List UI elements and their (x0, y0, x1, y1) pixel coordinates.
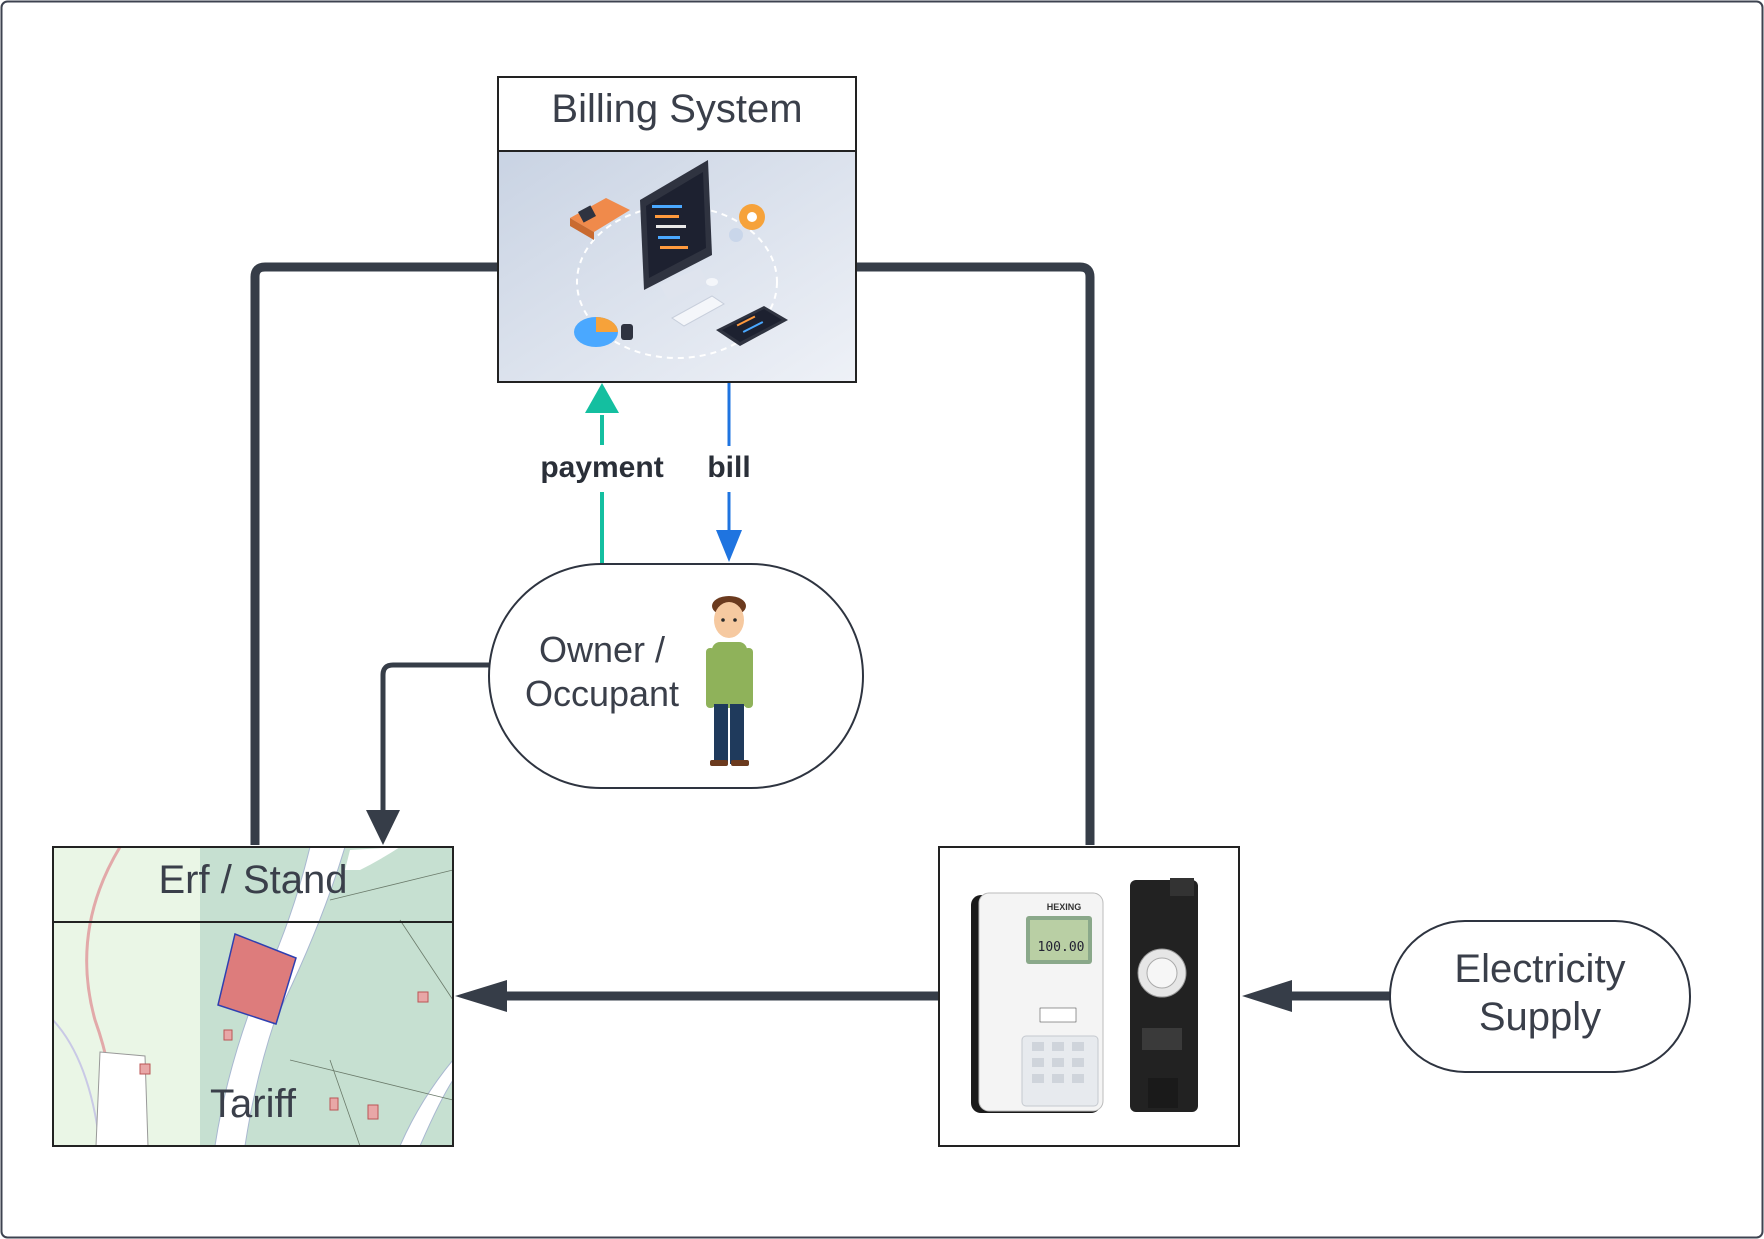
arrowhead-left-icon (1242, 980, 1292, 1012)
connector-owner-to-erf (366, 662, 490, 845)
billing-system-title: Billing System (551, 87, 803, 131)
electricity-supply-node[interactable] (1389, 920, 1691, 1073)
meter-reading-text: 100.00 (1037, 940, 1085, 955)
electricity-meter-node[interactable] (938, 846, 1240, 1147)
arrowhead-up-icon (585, 383, 619, 413)
connector-meter-to-erf (455, 980, 939, 1012)
bill-edge-label: bill (694, 449, 764, 487)
owner-label-line1: Owner / (538, 629, 666, 670)
owner-occupant-node[interactable] (488, 563, 864, 789)
erf-stand-title: Erf / Stand (158, 858, 348, 902)
billing-system-node[interactable] (497, 76, 857, 383)
prepaid-meter-icon (971, 878, 1198, 1113)
person-icon (706, 596, 753, 766)
supply-label-line1: Electricity (1454, 947, 1626, 991)
connector-billing-to-erf (250, 262, 498, 845)
connector-billing-to-meter (857, 262, 1095, 845)
arrowhead-left-icon (455, 980, 507, 1012)
owner-label-line2: Occupant (524, 673, 680, 714)
connector-supply-to-meter (1242, 980, 1390, 1012)
supply-label-line2: Supply (1478, 995, 1602, 1039)
meter-brand-text: HEXING (1046, 902, 1082, 912)
edge-payment (585, 383, 619, 563)
computer-dashboard-icon (570, 160, 788, 359)
payment-edge-label: payment (520, 449, 684, 487)
arrowhead-down-icon (716, 530, 742, 562)
erf-tariff-caption: Tariff (210, 1082, 296, 1126)
erf-stand-node[interactable] (52, 846, 454, 1147)
edge-bill (716, 383, 742, 562)
arrowhead-down-icon (366, 810, 400, 845)
